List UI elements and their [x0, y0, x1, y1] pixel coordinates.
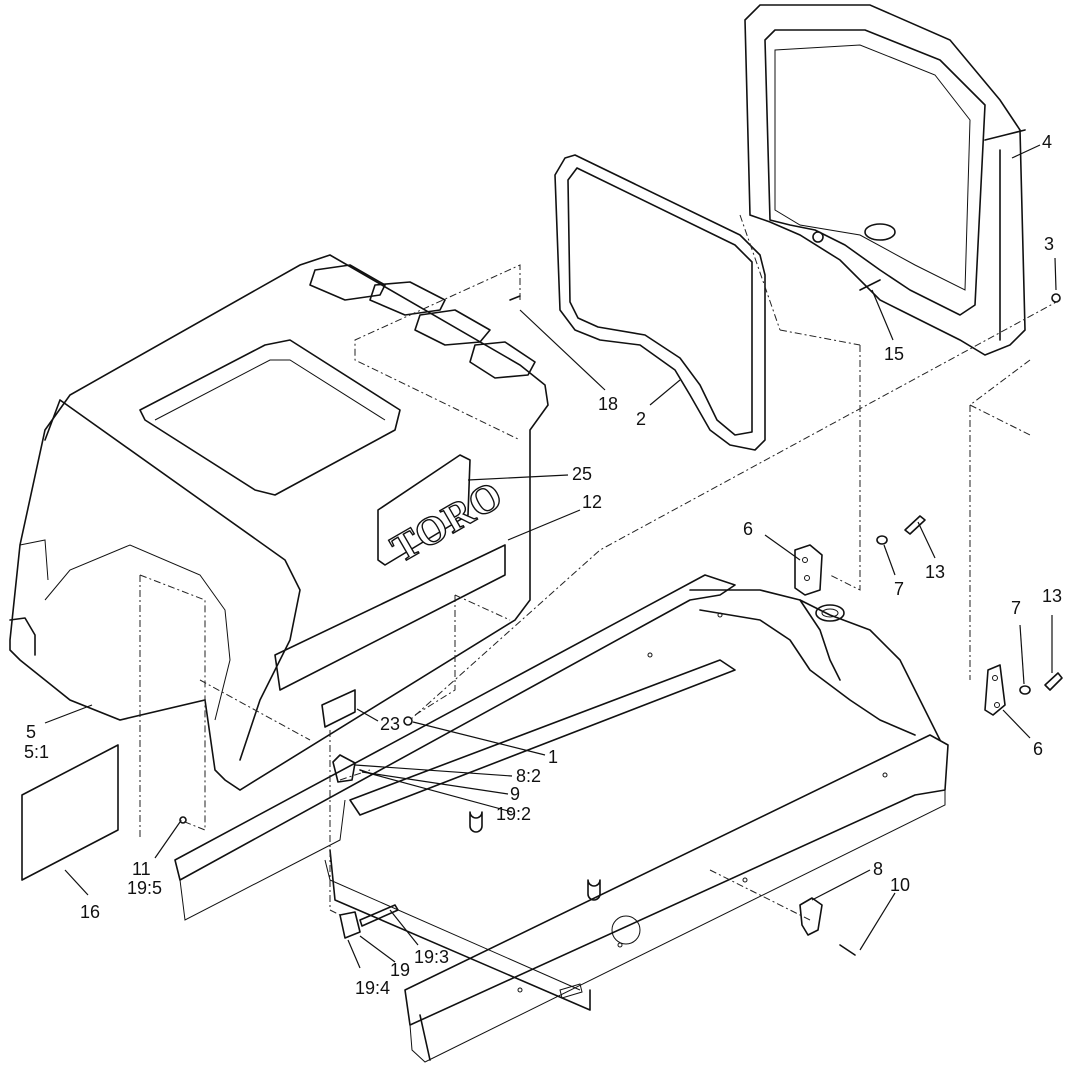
- callout-19-4: 19:4: [355, 978, 390, 998]
- callout-12: 12: [582, 492, 602, 512]
- decal-12: [274, 544, 506, 691]
- callout-19-2: 19:2: [496, 804, 531, 824]
- callout-13a: 13: [925, 562, 945, 582]
- hidden-lines: [139, 214, 1061, 921]
- callout-25: 25: [572, 464, 592, 484]
- callout-18: 18: [598, 394, 618, 414]
- seat-back-frame: [744, 4, 1026, 356]
- leader-lines: [44, 144, 1057, 969]
- callout-9: 9: [510, 784, 520, 804]
- callout-23: 23: [380, 714, 400, 734]
- callout-7a: 7: [894, 579, 904, 599]
- decal-23: [321, 689, 356, 728]
- callout-1: 1: [548, 747, 558, 767]
- callout-8-2: 8:2: [516, 766, 541, 786]
- callout-2: 2: [636, 409, 646, 429]
- callout-13b: 13: [1042, 586, 1062, 606]
- callout-16: 16: [80, 902, 100, 922]
- callout-15: 15: [884, 344, 904, 364]
- callouts: 4 3 15 18 2 25 12 6 7 13 7 13 6 5 5:1 23…: [24, 132, 1062, 998]
- decal-16: [21, 744, 119, 881]
- callout-8: 8: [873, 859, 883, 879]
- callout-5: 5: [26, 722, 36, 742]
- callout-4: 4: [1042, 132, 1052, 152]
- chassis-frame: [174, 574, 949, 1063]
- callout-6b: 6: [1033, 739, 1043, 759]
- callout-11: 11: [132, 859, 151, 879]
- callout-3: 3: [1044, 234, 1054, 254]
- callout-10: 10: [890, 875, 910, 895]
- callout-6a: 6: [743, 519, 753, 539]
- seat-pan-cover: TORO: [9, 254, 549, 791]
- callout-19: 19: [390, 960, 410, 980]
- callout-5-1: 5:1: [24, 742, 49, 762]
- callout-19-5: 19:5: [127, 878, 162, 898]
- callout-19-3: 19:3: [414, 947, 449, 967]
- callout-7b: 7: [1011, 598, 1021, 618]
- cushion-frame: [554, 154, 766, 451]
